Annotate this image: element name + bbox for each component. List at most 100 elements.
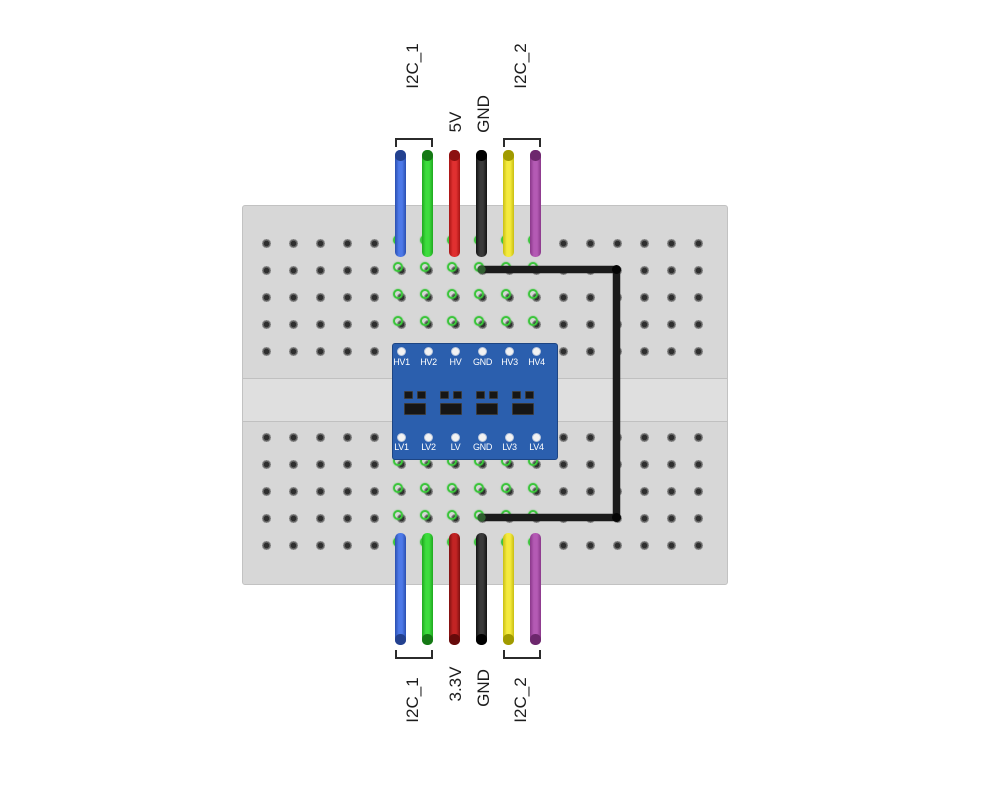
hole-ring <box>447 289 457 299</box>
hole-ring <box>528 262 538 272</box>
wire-bottom-purple <box>530 533 541 645</box>
module-pad-lv <box>505 433 514 442</box>
component-resistor <box>404 391 413 399</box>
component-resistor <box>440 391 449 399</box>
hole-ring <box>447 262 457 272</box>
wire-top-black <box>476 150 487 257</box>
hole-ring <box>420 262 430 272</box>
hole-ring <box>474 316 484 326</box>
bracket-i2c1-bottom <box>395 650 433 659</box>
hole-ring <box>393 289 403 299</box>
hole-ring <box>420 483 430 493</box>
module-pad-lv <box>424 433 433 442</box>
module-pin-label-hv: HV2 <box>420 357 437 367</box>
wire-tip <box>476 150 487 161</box>
module-pin-label-hv: HV1 <box>393 357 410 367</box>
component-resistor <box>417 391 426 399</box>
wire-top-red <box>449 150 460 257</box>
wire-tip <box>422 150 433 161</box>
hole-ring <box>501 483 511 493</box>
wire-bottom-red <box>449 533 460 645</box>
hole-ring <box>393 510 403 520</box>
module-pad-hv <box>532 347 541 356</box>
module-pad-hv <box>424 347 433 356</box>
hole-ring <box>420 510 430 520</box>
wire-tip <box>395 150 406 161</box>
label-i2c1-bottom: I2C_1 <box>403 677 422 723</box>
module-pad-lv <box>532 433 541 442</box>
wire-top-green <box>422 150 433 257</box>
component-resistor <box>476 391 485 399</box>
module-pad-lv <box>478 433 487 442</box>
component-mosfet <box>440 403 462 415</box>
label-i2c2-top: I2C_2 <box>511 43 530 89</box>
hole-ring <box>474 510 484 520</box>
wire-tip <box>449 150 460 161</box>
hole-ring <box>393 316 403 326</box>
hole-ring <box>393 262 403 272</box>
label-5v: 5V <box>446 111 465 133</box>
hole-ring <box>474 483 484 493</box>
bracket-i2c2-bottom <box>503 650 541 659</box>
module-pad-lv <box>397 433 406 442</box>
label-i2c2-bottom: I2C_2 <box>511 677 530 723</box>
module-pad-hv <box>478 347 487 356</box>
module-pad-hv <box>505 347 514 356</box>
module-pin-label-lv: LV2 <box>421 442 436 452</box>
hole-ring <box>393 483 403 493</box>
component-mosfet <box>404 403 426 415</box>
hole-ring <box>501 316 511 326</box>
wire-tip <box>422 634 433 645</box>
hole-ring <box>528 289 538 299</box>
hole-ring <box>501 289 511 299</box>
hole-ring <box>528 316 538 326</box>
module-pin-label-hv: HV <box>449 357 462 367</box>
wire-top-purple <box>530 150 541 257</box>
component-resistor <box>525 391 534 399</box>
hole-ring <box>420 289 430 299</box>
wire-bottom-blue <box>395 533 406 645</box>
module-pad-lv <box>451 433 460 442</box>
hole-ring <box>474 262 484 272</box>
module-pin-label-lv: GND <box>472 442 493 452</box>
wire-bottom-yellow <box>503 533 514 645</box>
wire-top-blue <box>395 150 406 257</box>
wire-bottom-green <box>422 533 433 645</box>
wire-top-yellow <box>503 150 514 257</box>
label-i2c1-top: I2C_1 <box>403 43 422 89</box>
wire-bottom-black <box>476 533 487 645</box>
label-gnd-top: GND <box>474 95 493 133</box>
module-pad-hv <box>451 347 460 356</box>
wire-tip <box>395 634 406 645</box>
hole-ring <box>447 483 457 493</box>
label-gnd-bottom: GND <box>474 669 493 707</box>
hole-ring <box>528 483 538 493</box>
component-mosfet <box>476 403 498 415</box>
module-pin-label-lv: LV1 <box>394 442 409 452</box>
hole-ring <box>528 510 538 520</box>
wire-tip <box>530 634 541 645</box>
hole-ring <box>501 262 511 272</box>
bracket-i2c2-top <box>503 138 541 147</box>
bracket-i2c1-top <box>395 138 433 147</box>
component-resistor <box>489 391 498 399</box>
wire-tip <box>503 634 514 645</box>
wire-tip <box>449 634 460 645</box>
hole-ring <box>420 316 430 326</box>
component-resistor <box>453 391 462 399</box>
hole-ring <box>447 316 457 326</box>
module-pin-label-lv: LV3 <box>502 442 517 452</box>
wire-tip <box>530 150 541 161</box>
module-pin-label-lv: LV <box>450 442 461 452</box>
label-3v3: 3.3V <box>446 666 465 702</box>
wire-tip <box>476 634 487 645</box>
component-mosfet <box>512 403 534 415</box>
module-pin-label-hv: GND <box>472 357 493 367</box>
component-resistor <box>512 391 521 399</box>
module-pin-label-hv: HV3 <box>501 357 518 367</box>
module-pin-label-lv: LV4 <box>529 442 544 452</box>
module-pad-hv <box>397 347 406 356</box>
hole-ring <box>447 510 457 520</box>
